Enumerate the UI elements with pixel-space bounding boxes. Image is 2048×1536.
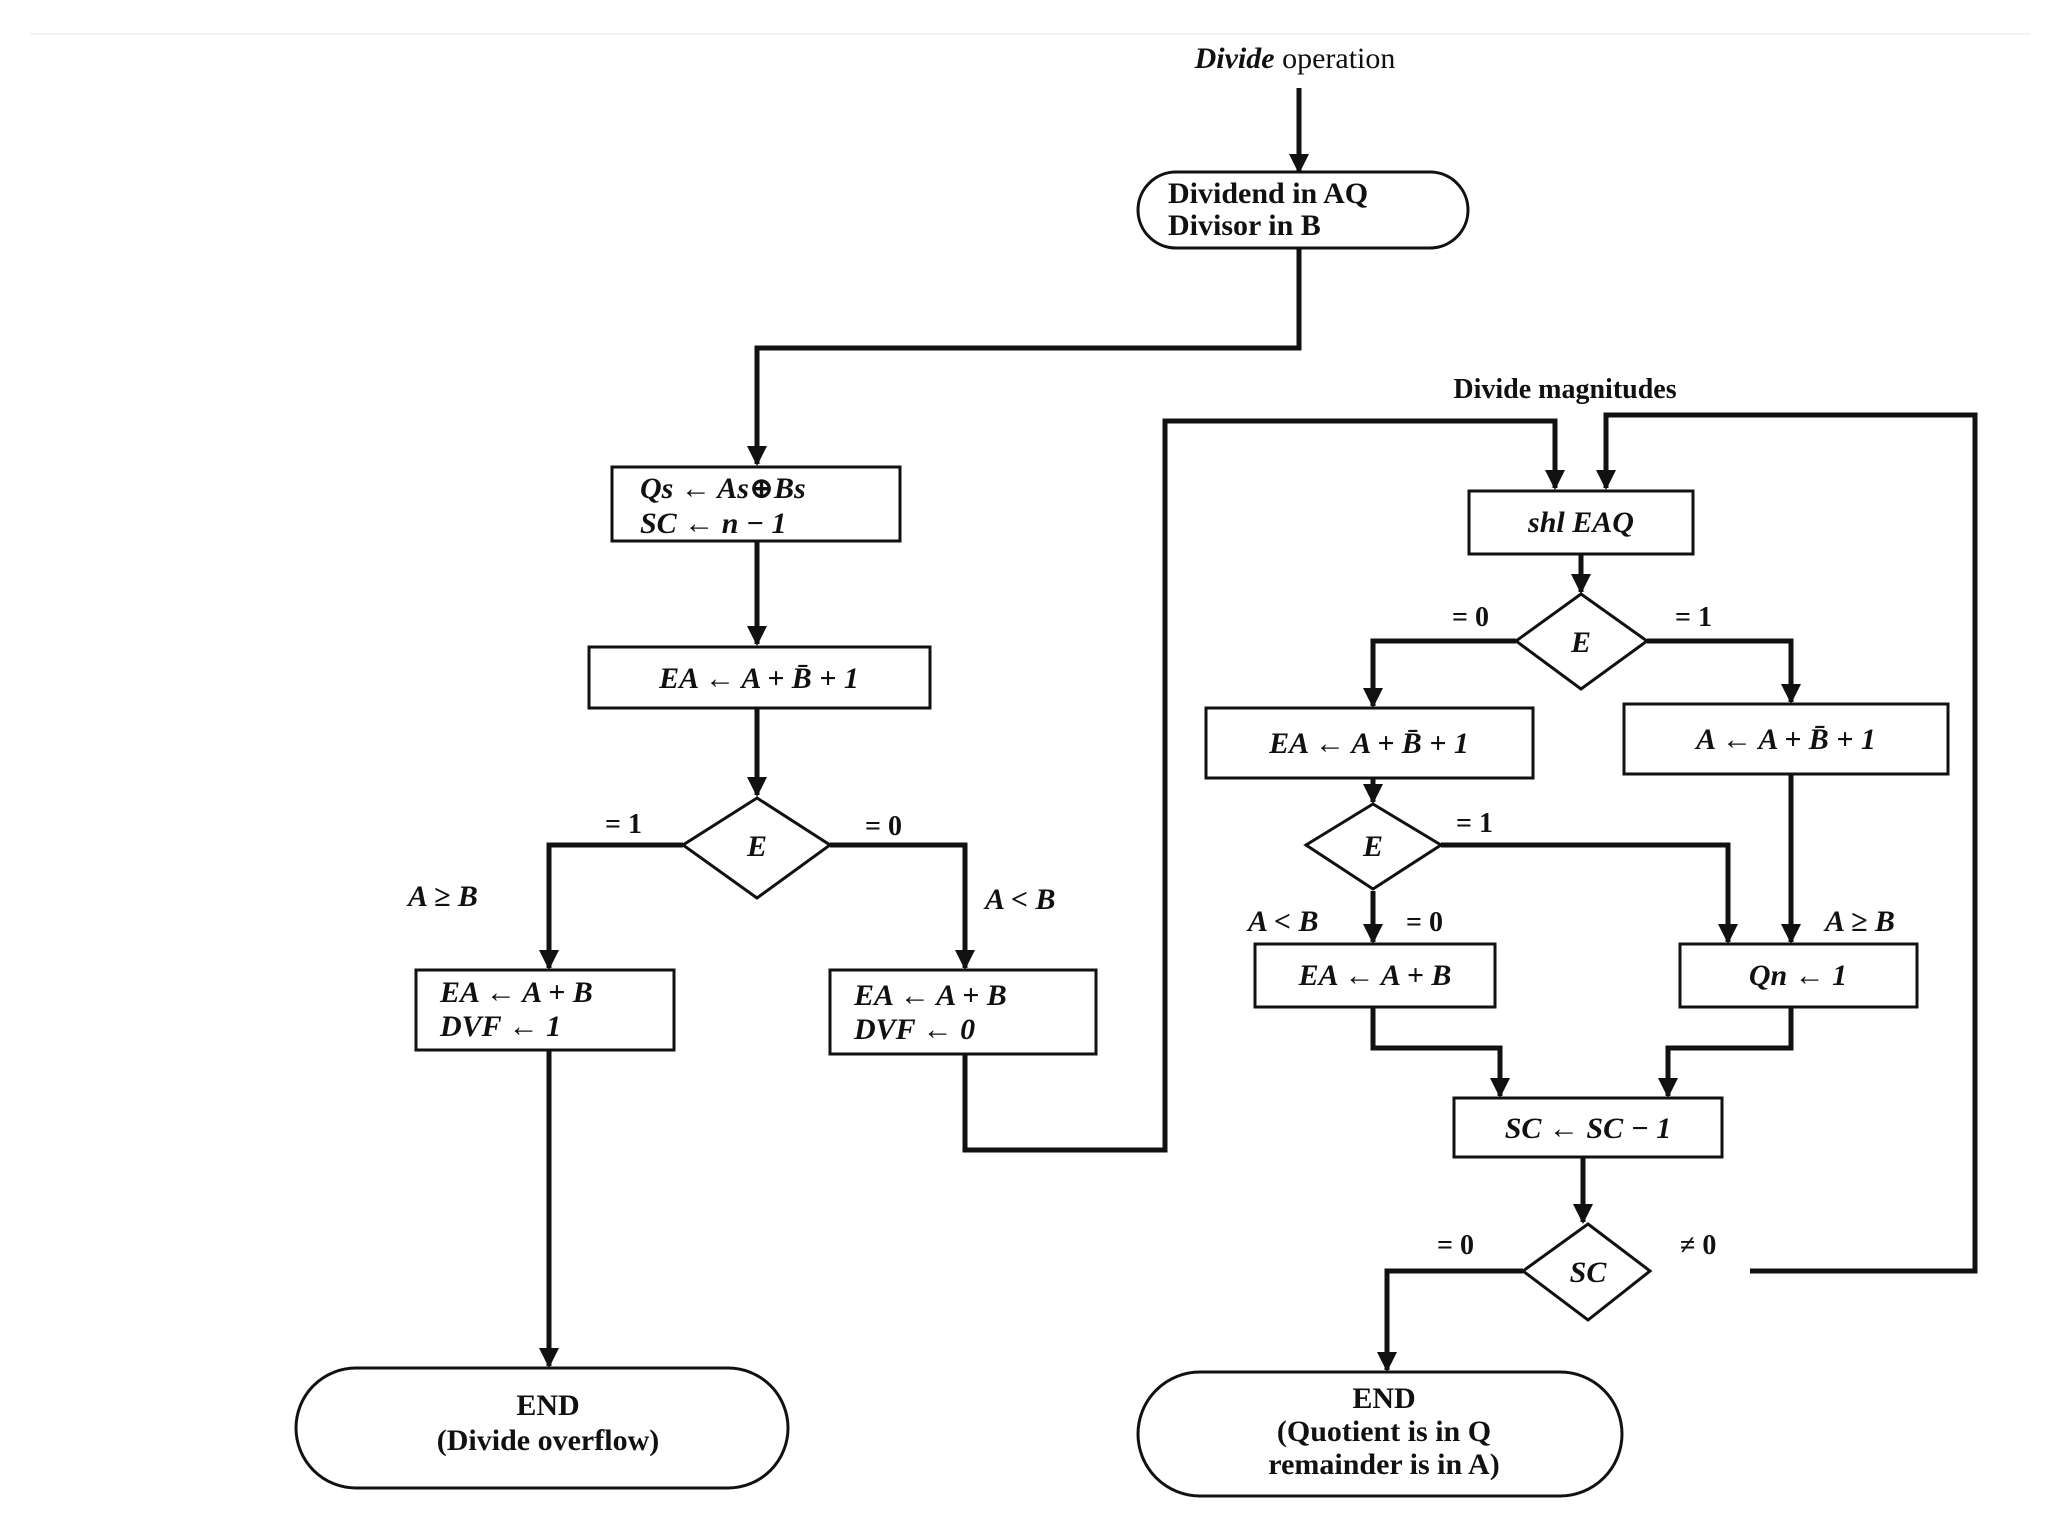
a-lt-b2-label: A < B [1246,905,1318,938]
sub-left-box: EA ← A + B̄ + 1 [1204,706,1535,780]
end-right-line-3: remainder is in A) [1268,1448,1499,1481]
end-left-line-2: (Divide overflow) [437,1424,659,1457]
a-lt-b-label: A < B [983,883,1055,916]
sub-right-text: A ← A + B̄ + 1 [1694,723,1876,756]
restore-text: EA ← A + B [1298,959,1452,992]
end-left-terminal: END (Divide overflow) [294,1366,790,1490]
sub1-text: EA ← A + B̄ + 1 [658,662,859,695]
qn-box: Qn ← 1 [1678,942,1919,1009]
overflow-line-2: DVF ← 1 [439,1010,561,1043]
end-right-line-2: (Quotient is in Q [1277,1415,1491,1448]
overflow-line-1: EA ← A + B [439,976,593,1009]
restore-box: EA ← A + B [1253,942,1497,1009]
e1-label: = 1 [605,809,642,840]
shl-text: shl EAQ [1527,506,1634,539]
nooverflow-line-1: EA ← A + B [853,979,1007,1012]
a-ge-b2-label: A ≥ B [1823,905,1895,938]
connector-loop-back [1596,412,1978,1274]
start-terminal: Dividend in AQ Divisor in B [1136,170,1470,250]
init-line-1: Qs ← As⊕Bs [640,472,806,505]
decision4-diamond: SC [1520,1222,1653,1322]
sub1-box: EA ← A + B̄ + 1 [587,645,932,710]
e3-one-label: = 1 [1456,808,1493,839]
qn-text: Qn ← 1 [1749,959,1847,992]
decision2-text: E [1570,626,1591,659]
decision1-text: E [746,830,767,863]
magnitudes-label: Divide magnitudes [1453,374,1676,405]
connector-restore-dec [1370,1007,1510,1098]
init-box: Qs ← As⊕Bs SC ← n − 1 [610,465,902,543]
sc-nonzero-label: ≠ 0 [1680,1230,1716,1261]
decision1-diamond: E [680,796,833,900]
end-right-line-1: END [1352,1382,1415,1415]
end-left-line-1: END [516,1389,579,1422]
decision3-diamond: E [1303,802,1444,891]
connector-start-init [747,248,1302,466]
decision3-text: E [1362,830,1383,863]
start-line-2: Divisor in B [1168,209,1321,242]
connector-decision1-nooverflow [830,842,975,970]
sc-zero-label: = 0 [1437,1230,1474,1261]
init-line-2: SC ← n − 1 [640,507,787,540]
e2-zero-label: = 0 [1452,602,1489,633]
e3-zero-label: = 0 [1406,907,1443,938]
nooverflow-box: EA ← A + B DVF ← 0 [828,968,1098,1056]
start-line-1: Dividend in AQ [1168,177,1368,210]
decision2-diamond: E [1513,592,1650,691]
connector-decision2-subleft [1363,638,1516,708]
connector-decision3-qn [1441,842,1738,944]
e0-label: = 0 [865,811,902,842]
a-ge-b-label: A ≥ B [406,880,478,913]
flowchart-title: Divide operation [1194,42,1396,75]
sub-left-text: EA ← A + B̄ + 1 [1268,727,1469,760]
sub-right-box: A ← A + B̄ + 1 [1622,702,1950,776]
nooverflow-line-2: DVF ← 0 [853,1013,975,1046]
connector-nooverflow-shl [962,418,1565,1153]
dec-sc-box: SC ← SC − 1 [1452,1096,1724,1159]
e2-one-label: = 1 [1675,602,1712,633]
connector-decision1-overflow [539,842,683,970]
connector-qn-dec [1658,1007,1794,1098]
connector-decision2-subright [1647,638,1801,704]
dec-sc-text: SC ← SC − 1 [1505,1112,1672,1145]
end-right-terminal: END (Quotient is in Q remainder is in A) [1136,1370,1624,1498]
overflow-box: EA ← A + B DVF ← 1 [414,968,676,1052]
decision4-text: SC [1570,1256,1608,1289]
connector-decision4-end [1377,1268,1523,1372]
connectors [539,88,1978,1372]
shl-box: shl EAQ [1467,489,1695,556]
